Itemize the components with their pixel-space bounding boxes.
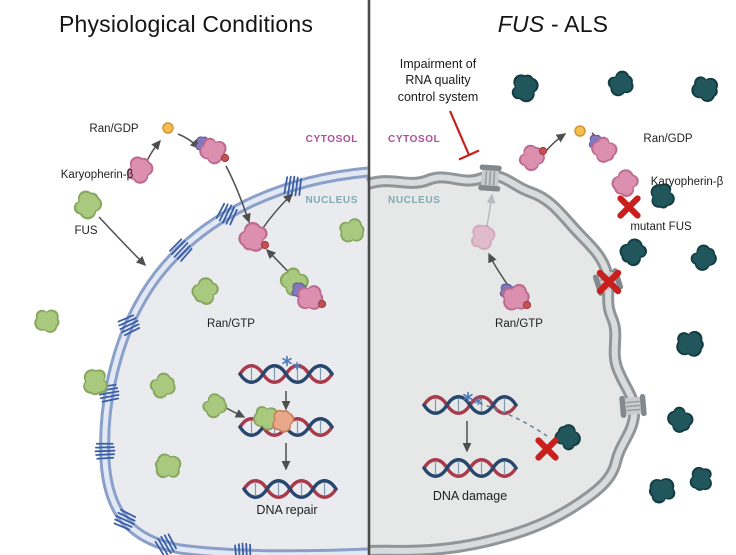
right-title-suffix: - ALS [544,11,609,37]
mutant-fus-protein [691,76,718,102]
label-ran-gdp-right: Ran/GDP [643,133,693,145]
ran-gdp-dot [162,122,174,134]
mutant-fus-protein [673,328,707,361]
nuclear-pore-icon [618,393,648,419]
mutant-fus-protein [663,403,697,437]
label-karyopherin-left: Karyopherin-β [60,169,134,181]
ran-gtp-dot [522,300,532,310]
label-mutant-fus: mutant FUS [630,221,692,233]
arrow-import-complex [225,165,251,224]
right-panel-title: FUS - ALS [498,11,608,37]
karyopherin-protein [608,166,641,200]
arrow-to-ran-gdp [545,133,567,152]
red-cross-icon [620,198,637,215]
label-ran-gtp-left: Ran/GTP [207,318,255,330]
arrow-fus-import [98,216,147,267]
left-panel-title: Physiological Conditions [58,11,314,37]
ran-gtp-dot [260,240,270,250]
label-dna-damage: DNA damage [432,489,508,503]
label-cytosol-left: CYTOSOL [305,134,358,145]
label-dna-repair: DNA repair [256,503,318,517]
mutant-fus-protein [603,67,638,102]
mutant-fus-protein [615,234,651,270]
ran-gtp-dot [317,299,327,309]
label-nucleus-left: NUCLEUS [305,195,358,206]
label-karyopherin-right: Karyopherin-β [650,176,724,188]
label-ran-gtp-right: Ran/GTP [495,318,543,330]
impairment-annotation: Impairment of RNA quality control system [397,57,479,104]
mutant-fus-protein [512,74,539,102]
ran-gtp-dot [220,153,230,163]
fus-protein [32,307,61,335]
label-ran-gdp-left: Ran/GDP [89,123,139,135]
nuclear-pore-icon [477,163,503,193]
arrow-to-ran-gdp [145,139,161,164]
label-fus-left: FUS [74,225,98,237]
arrow-blocked-export [486,193,496,227]
label-cytosol-right: CYTOSOL [388,134,441,145]
left-nuclear-membrane-core [102,169,369,555]
label-nucleus-right: NUCLEUS [388,195,441,206]
right-title-gene: FUS [497,11,545,37]
inhibition-bar [458,149,480,161]
inhibition-shaft [448,110,471,156]
ran-gdp-dot [574,125,586,137]
inhibition-line [448,110,480,161]
mutant-fus-protein [644,472,680,508]
ran-gtp-dot [538,146,548,156]
right-nucleus [368,175,635,552]
mutant-fus-protein [687,241,721,275]
arrow-export [262,192,294,229]
mutant-fus-protein [687,465,714,493]
